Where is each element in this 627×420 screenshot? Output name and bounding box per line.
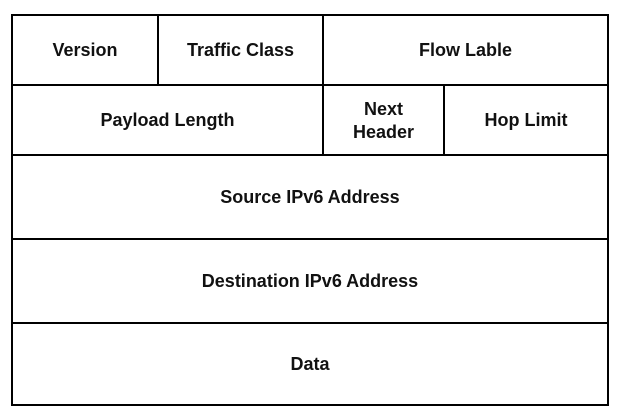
traffic-class-field: Traffic Class: [157, 16, 322, 86]
payload-length-field: Payload Length: [13, 86, 322, 156]
header-row-2: Payload Length Next Header Hop Limit: [13, 84, 607, 156]
data-field: Data: [13, 324, 607, 406]
destination-address-label: Destination IPv6 Address: [201, 271, 419, 292]
source-address-field: Source IPv6 Address: [13, 156, 607, 240]
data-label: Data: [290, 354, 330, 375]
next-header-field: Next Header: [322, 86, 443, 156]
flow-label-label: Flow Lable: [418, 40, 512, 61]
payload-length-label: Payload Length: [100, 110, 235, 131]
next-header-label: Next Header: [352, 98, 415, 142]
traffic-class-label: Traffic Class: [186, 40, 295, 61]
header-row-4: Destination IPv6 Address: [13, 238, 607, 324]
ipv6-header-diagram: Version Traffic Class Flow Lable Payload…: [11, 14, 609, 406]
header-row-5: Data: [13, 322, 607, 406]
version-field: Version: [13, 16, 157, 86]
hop-limit-label: Hop Limit: [484, 110, 568, 131]
version-label: Version: [52, 40, 118, 61]
destination-address-field: Destination IPv6 Address: [13, 240, 607, 324]
flow-label-field: Flow Lable: [322, 16, 607, 86]
hop-limit-field: Hop Limit: [443, 86, 607, 156]
header-row-1: Version Traffic Class Flow Lable: [13, 16, 607, 86]
source-address-label: Source IPv6 Address: [220, 187, 400, 208]
header-row-3: Source IPv6 Address: [13, 154, 607, 240]
